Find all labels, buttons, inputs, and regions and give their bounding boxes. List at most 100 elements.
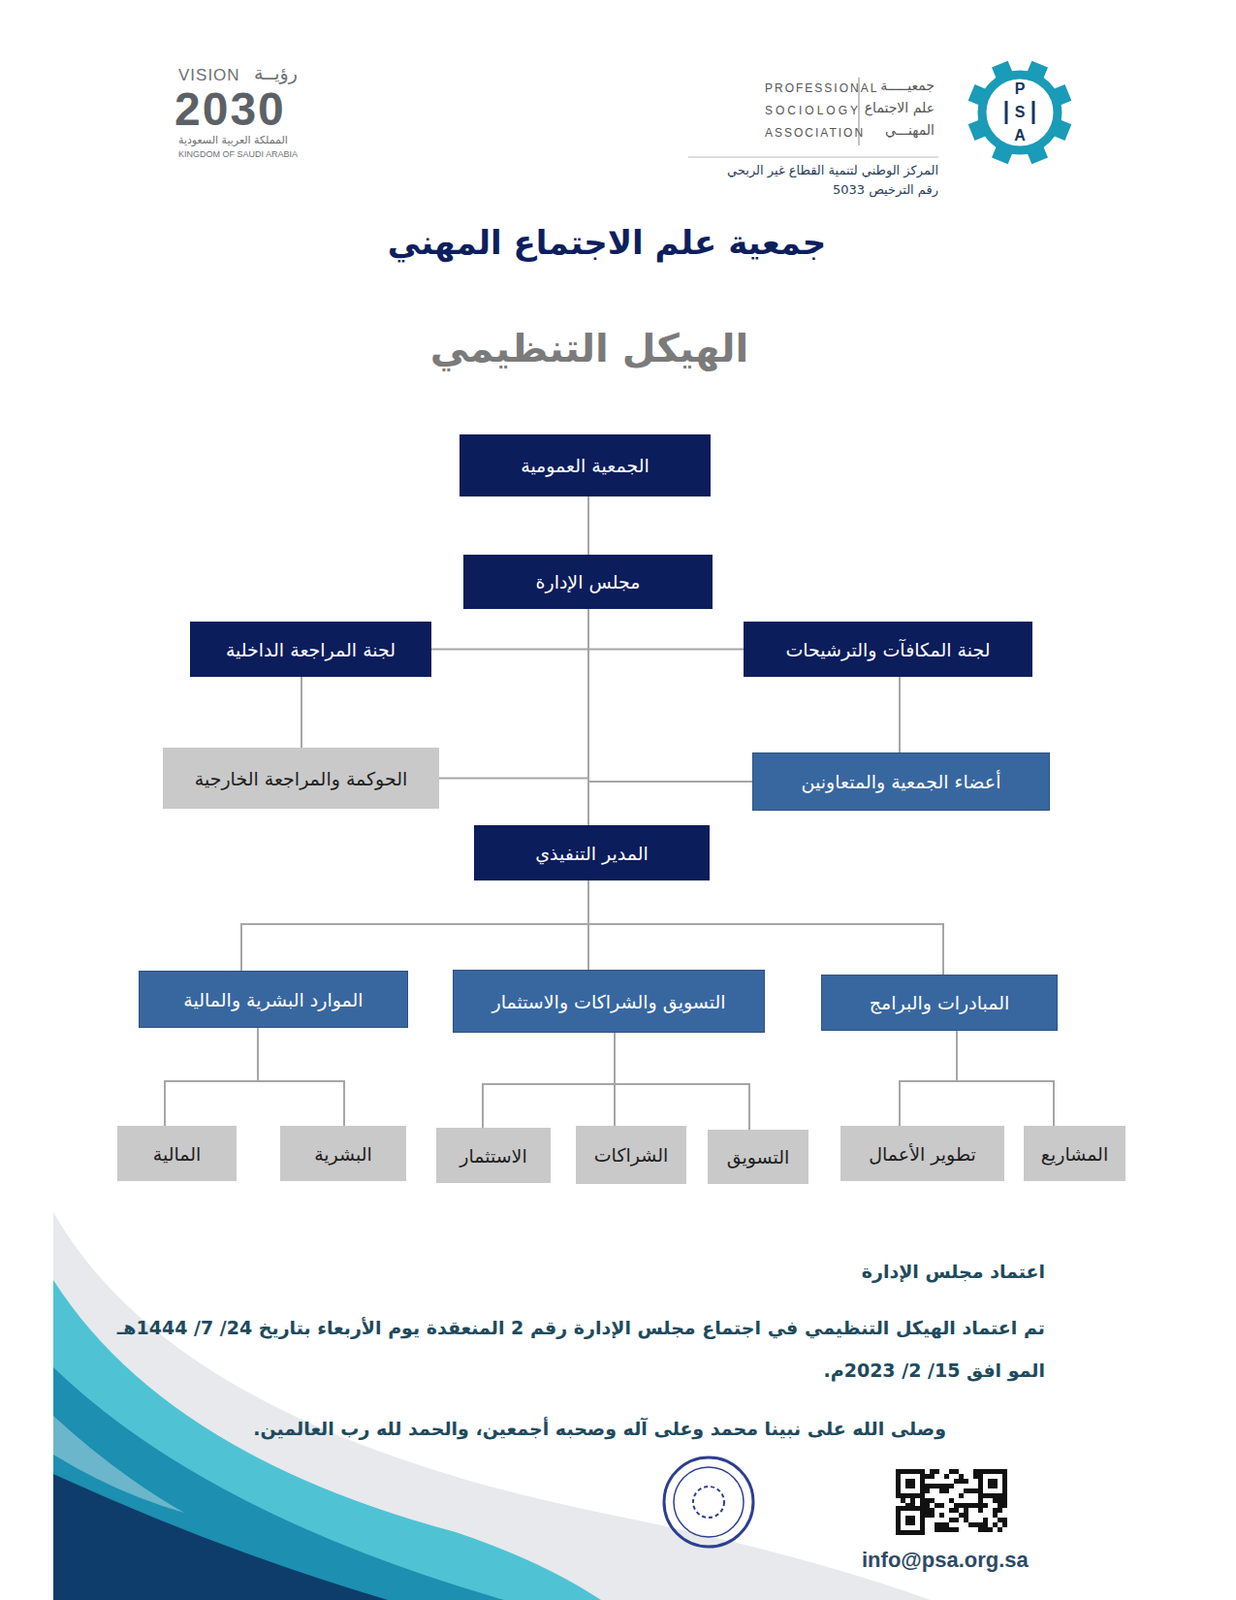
qr-module [958, 1473, 964, 1479]
connector [587, 608, 590, 825]
qr-module [982, 1517, 988, 1522]
org-box: لجنة المراجعة الداخلية [190, 621, 432, 677]
qr-module [934, 1502, 940, 1508]
qr-module [939, 1526, 945, 1532]
approval-heading: اعتماد مجلس الإدارة [861, 1260, 1046, 1283]
logo-letter: P [1014, 79, 1026, 98]
qr-module [944, 1521, 950, 1527]
qr-module [958, 1502, 964, 1508]
qr-module [1002, 1497, 1008, 1503]
qr-module [905, 1515, 916, 1525]
qr-module [949, 1483, 954, 1489]
org-box: المبادرات والبرامج [821, 974, 1058, 1031]
qr-module [953, 1478, 959, 1484]
qr-module [924, 1473, 930, 1479]
box-label: الجمعية العمومية [520, 454, 650, 476]
connector [588, 608, 753, 782]
org-box: التسويق [707, 1129, 809, 1184]
org-box: الموارد البشرية والمالية [138, 970, 409, 1028]
qr-module [944, 1483, 950, 1489]
stamp [664, 1457, 754, 1547]
box-label: المالية [153, 1142, 202, 1165]
qr-module [963, 1507, 969, 1513]
qr-module [924, 1488, 930, 1493]
logo-text: SOCIOLOGY [764, 103, 861, 118]
org-box: التسويق والشراكات والاستثمار [452, 969, 765, 1033]
qr-module [958, 1512, 964, 1518]
org-box: مجلس الإدارة [463, 554, 713, 609]
box-label: أعضاء الجمعية والمتعاونين [801, 770, 1002, 793]
gear-bar [1032, 100, 1036, 125]
qr-module [939, 1502, 945, 1508]
approval-text: المو افق 15/ 2/ 2023م. [824, 1359, 1046, 1382]
logo-text: المهنـــي [885, 122, 935, 139]
qr-module [924, 1512, 930, 1518]
qr-module [929, 1468, 935, 1474]
qr-module [910, 1497, 916, 1503]
qr-module [978, 1521, 983, 1527]
qr-module [963, 1512, 969, 1518]
box-label: الحوكمة والمراجعة الخارجية [194, 767, 409, 790]
box-label: المدير التنفيذي [535, 842, 649, 864]
qr-module [949, 1468, 954, 1474]
qr-module [900, 1473, 920, 1493]
org-box: المدير التنفيذي [474, 824, 710, 881]
box-label: البشرية [314, 1142, 373, 1165]
qr-module [944, 1488, 950, 1493]
qr-module [939, 1483, 945, 1489]
vision-year: 2030 [174, 81, 286, 138]
qr-module [973, 1488, 979, 1493]
box-label: لجنة المراجعة الداخلية [225, 638, 396, 661]
connector [257, 1027, 345, 1126]
qr-module [1002, 1502, 1008, 1508]
stamp [673, 1466, 744, 1537]
qr-module [953, 1507, 959, 1513]
qr-module [934, 1526, 940, 1532]
closing-text: وصلى الله على نبينا محمد وعلى آله وصحبه … [253, 1417, 947, 1440]
qr-module [900, 1497, 906, 1503]
qr-module [958, 1478, 964, 1484]
qr-module [919, 1497, 925, 1503]
box-label: الاستثمار [459, 1144, 527, 1167]
connector [164, 1027, 258, 1126]
connector [241, 880, 589, 971]
qr-module [997, 1507, 1003, 1513]
qr-module [953, 1502, 959, 1508]
qr-module [905, 1478, 916, 1489]
qr-module [944, 1473, 950, 1479]
box-label: المشاريع [1041, 1142, 1109, 1165]
qr-module [895, 1505, 925, 1535]
subtitle: الهيكل التنظيمي [430, 324, 749, 372]
qr-module [924, 1502, 930, 1508]
footer-wave [53, 1366, 505, 1600]
org-box: الاستثمار [436, 1127, 551, 1183]
logo-gear [968, 61, 1073, 165]
qr-module [895, 1468, 925, 1498]
qr-module [992, 1512, 998, 1518]
qr-module [973, 1502, 979, 1508]
qr-module [1002, 1521, 1008, 1527]
footer-wave [53, 1473, 388, 1600]
qr-module [949, 1507, 954, 1513]
connector [898, 676, 901, 753]
connector [956, 1030, 1054, 1126]
qr-module [968, 1502, 974, 1508]
qr-module [924, 1497, 930, 1503]
qr-module [992, 1521, 998, 1527]
qr-module [939, 1521, 945, 1527]
qr-module [987, 1478, 998, 1489]
qr-module [929, 1483, 935, 1489]
gear-bar [1005, 100, 1009, 125]
qr-module [968, 1488, 974, 1493]
title: جمعية علم الاجتماع المهني [387, 222, 826, 263]
qr-module [997, 1517, 1003, 1522]
divider [688, 157, 939, 159]
qr-module [982, 1473, 1003, 1493]
qr-module [934, 1483, 940, 1489]
qr-module [997, 1526, 1003, 1532]
box-label: التسويق [727, 1145, 791, 1168]
qr-module [949, 1517, 954, 1522]
qr-module [978, 1502, 983, 1508]
connector [300, 676, 303, 748]
org-box: تطوير الأعمال [840, 1125, 1005, 1181]
